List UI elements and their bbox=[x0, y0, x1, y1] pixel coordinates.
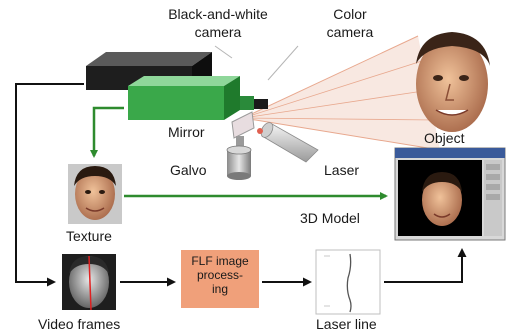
laser-label: Laser bbox=[324, 162, 360, 178]
color-camera bbox=[128, 76, 268, 120]
laser-device bbox=[257, 122, 319, 163]
processing-label-line2: process- bbox=[196, 268, 243, 282]
galvo bbox=[226, 136, 252, 180]
object-face bbox=[416, 32, 490, 132]
laser-line-label: Laser line bbox=[316, 316, 377, 332]
laser-rays bbox=[242, 35, 441, 151]
color-camera-label-line1: Color bbox=[333, 6, 367, 22]
bw-camera-label-line2: camera bbox=[194, 24, 242, 40]
object-label: Object bbox=[424, 130, 465, 146]
mirror-label: Mirror bbox=[168, 124, 205, 140]
texture-image bbox=[68, 164, 122, 224]
flow-arrows bbox=[15, 83, 467, 287]
galvo-label: Galvo bbox=[170, 162, 207, 178]
bw-camera-label-line1: Black-and-white bbox=[168, 6, 268, 22]
processing-box bbox=[181, 250, 259, 308]
model-3d-label: 3D Model bbox=[300, 210, 360, 226]
mirror bbox=[231, 111, 255, 139]
leader-lines bbox=[214, 45, 299, 81]
color-camera-label-line2: camera bbox=[326, 24, 374, 40]
processing-label-line1: FLF image bbox=[191, 254, 249, 268]
laser-line-graph bbox=[315, 249, 381, 315]
video-frames-label: Video frames bbox=[38, 316, 121, 332]
processing-label: FLF image process- ing bbox=[181, 254, 259, 296]
texture-label: Texture bbox=[66, 228, 112, 244]
model-3d-window bbox=[394, 147, 506, 241]
processing-label-line3: ing bbox=[211, 282, 228, 296]
video-frames-image bbox=[62, 254, 116, 311]
